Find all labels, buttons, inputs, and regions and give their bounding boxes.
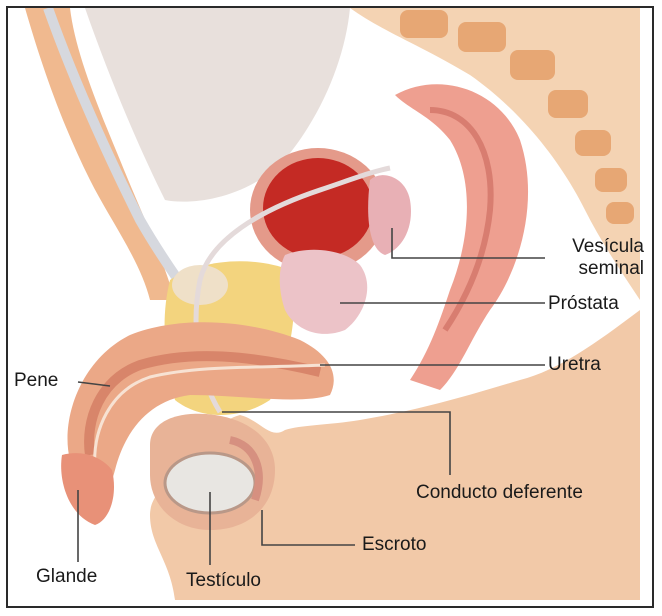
label-uretra: Uretra — [548, 354, 601, 376]
seminal-vesicle — [368, 175, 411, 255]
rectum — [395, 84, 528, 390]
label-vesicula-seminal: Vesícula seminal — [548, 236, 644, 280]
label-testiculo: Testículo — [186, 570, 261, 592]
label-conducto-deferente: Conducto deferente — [416, 482, 583, 504]
label-prostata: Próstata — [548, 293, 619, 315]
label-glande: Glande — [36, 566, 97, 588]
label-vesicula-line1: Vesícula — [548, 236, 644, 258]
label-pene: Pene — [14, 370, 58, 392]
label-escroto: Escroto — [362, 534, 426, 556]
label-vesicula-line2: seminal — [548, 258, 644, 280]
